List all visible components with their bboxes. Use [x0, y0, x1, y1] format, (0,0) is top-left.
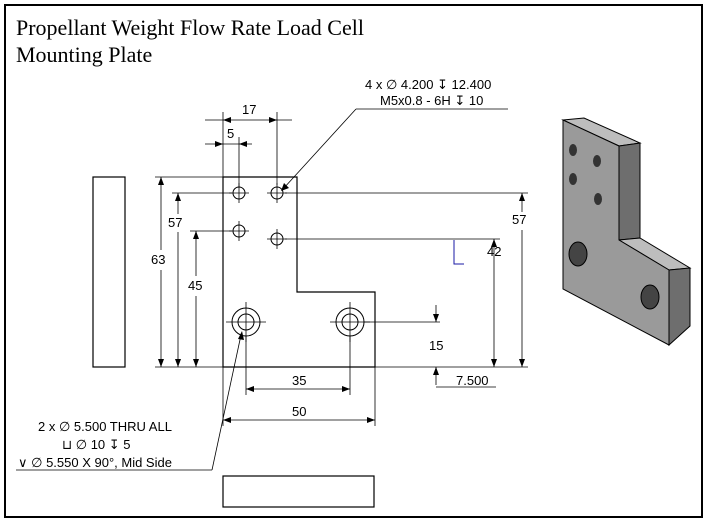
iso-lower-side — [668, 267, 691, 347]
thru-callout-line-2: ⊔ ∅ 10 ↧ 5 — [62, 437, 131, 452]
tapped-callout-line-2: M5x0.8 - 6H ↧ 10 — [380, 93, 483, 108]
dim-42: 42 — [285, 238, 501, 367]
dim-7500-label: 7.500 — [456, 373, 489, 388]
dim-63: 63 — [151, 176, 223, 368]
dim-15: 15 — [364, 305, 443, 353]
tapped-hole-callout: 4 x ∅ 4.200 ↧ 12.400 M5x0.8 - 6H ↧ 10 — [281, 77, 508, 191]
dim-5: 5 — [205, 126, 252, 187]
thru-hole-callout: 2 x ∅ 5.500 THRU ALL ⊔ ∅ 10 ↧ 5 ∨ ∅ 5.55… — [16, 331, 244, 471]
dim-35-label: 35 — [292, 373, 306, 388]
dim-17: 17 — [205, 102, 292, 185]
dim-57-right-label: 57 — [512, 212, 526, 227]
dim-35: 35 — [245, 336, 351, 395]
thru-callout-line-3: ∨ ∅ 5.550 X 90°, Mid Side — [18, 455, 172, 470]
dim-15-label: 15 — [429, 338, 443, 353]
dim-57-left: 57 — [168, 192, 232, 367]
iso-front-face — [562, 119, 670, 346]
thru-callout-line-1: 2 x ∅ 5.500 THRU ALL — [38, 419, 172, 434]
dim-7500: 7.500 — [433, 367, 496, 388]
iso-hole — [569, 144, 577, 156]
tapped-callout-line-1: 4 x ∅ 4.200 ↧ 12.400 — [365, 77, 491, 92]
iso-hole — [594, 193, 602, 205]
isometric-view — [561, 117, 692, 347]
title-line-1: Propellant Weight Flow Rate Load Cell — [16, 15, 364, 40]
iso-hole — [593, 155, 601, 167]
iso-counterbore — [568, 241, 588, 267]
iso-hole — [569, 173, 577, 185]
dim-50: 50 — [222, 367, 376, 426]
sketch-marker — [453, 240, 464, 265]
dim-17-label: 17 — [242, 102, 256, 117]
tapped-hole — [267, 183, 287, 203]
dim-5-label: 5 — [227, 126, 234, 141]
drawing-border — [4, 4, 703, 518]
tapped-hole — [267, 229, 287, 249]
dim-57-left-label: 57 — [168, 215, 182, 230]
title-line-2: Mounting Plate — [16, 42, 153, 67]
tapped-hole — [229, 221, 249, 241]
dim-50-label: 50 — [292, 404, 306, 419]
dim-57-right: 57 — [285, 192, 528, 367]
dim-42-label: 42 — [487, 244, 501, 259]
dim-45: 45 — [188, 230, 232, 367]
side-view — [92, 176, 126, 368]
top-view — [222, 475, 375, 508]
dim-63-label: 63 — [151, 252, 165, 267]
dim-45-label: 45 — [188, 278, 202, 293]
iso-upper-side — [618, 142, 641, 241]
iso-counterbore — [640, 284, 660, 310]
